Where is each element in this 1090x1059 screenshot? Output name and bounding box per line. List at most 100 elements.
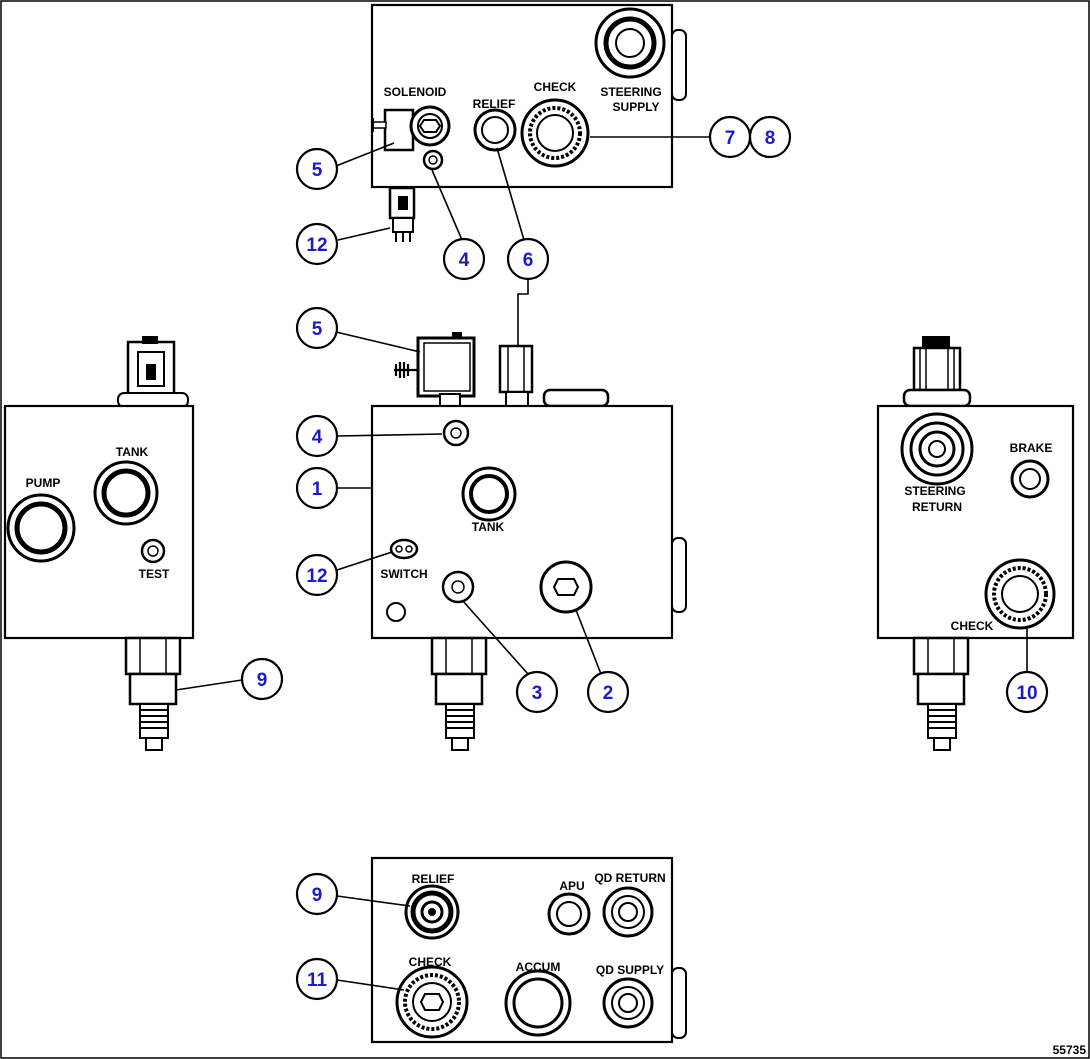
label-switch: SWITCH: [380, 567, 427, 581]
callout-10: 10: [1005, 670, 1049, 714]
pump-port: [6, 493, 76, 563]
cartridge-right: [912, 636, 970, 751]
callout-9-left: 9: [240, 657, 284, 701]
steering-supply-port: [594, 7, 666, 79]
callout-4-front: 4: [295, 414, 339, 458]
accum-port: [504, 969, 572, 1037]
small-port-top: [422, 149, 444, 171]
callout-12-top: 12: [295, 222, 339, 266]
cartridge-left: [124, 636, 182, 751]
svg-text:3: 3: [532, 683, 543, 704]
svg-text:9: 9: [312, 885, 323, 906]
callout-3: 3: [515, 670, 559, 714]
leader-5-front: [335, 331, 421, 353]
top-view: SOLENOID RELIEF CHECK STEERING SUPPLY 5 …: [295, 3, 792, 281]
check-port: [520, 98, 590, 168]
svg-text:5: 5: [312, 160, 323, 181]
svg-text:6: 6: [523, 250, 534, 271]
leader-6-front: [517, 279, 529, 346]
label-tank-left: TANK: [116, 445, 149, 459]
callout-12-front: 12: [295, 553, 339, 597]
label-accum: ACCUM: [516, 960, 561, 974]
label-check-bottom: CHECK: [409, 955, 452, 969]
tank-port-front: [461, 466, 517, 522]
leader-2: [575, 609, 602, 675]
solenoid-top: [371, 105, 451, 152]
pressure-switch-top: [388, 186, 416, 242]
svg-text:1: 1: [312, 479, 323, 500]
figure-id: 55735: [1053, 1043, 1087, 1057]
leader-4-front: [336, 433, 443, 437]
relief-fitting-front: [498, 344, 534, 407]
svg-text:8: 8: [765, 128, 776, 149]
leader-5-top: [335, 142, 395, 167]
check-port-right: [984, 558, 1056, 630]
svg-text:7: 7: [725, 128, 736, 149]
svg-text:4: 4: [459, 250, 470, 271]
front-view: TANK SWITCH: [295, 279, 687, 751]
callout-2: 2: [586, 670, 630, 714]
svg-text:11: 11: [307, 970, 328, 991]
relief-port: [473, 108, 517, 152]
leader-11: [336, 979, 405, 991]
svg-text:12: 12: [306, 235, 327, 256]
leader-6-top: [496, 147, 525, 241]
callout-6-top: 6: [506, 237, 550, 281]
svg-text:2: 2: [603, 683, 614, 704]
label-test: TEST: [139, 567, 170, 581]
top-side-fitting: [671, 29, 687, 101]
label-check-right: CHECK: [951, 619, 994, 633]
label-relief-bottom: RELIEF: [412, 872, 455, 886]
check-port-bottom: [395, 965, 469, 1039]
hole-front: [386, 602, 406, 622]
label-check-top: CHECK: [534, 80, 577, 94]
callout-4-top: 4: [442, 237, 486, 281]
solenoid-left: [117, 336, 189, 408]
callout-8: 8: [748, 115, 792, 159]
callout-9-bottom: 9: [295, 872, 339, 916]
relief-port-bottom: [404, 884, 460, 940]
label-steering-return-line2: RETURN: [912, 500, 962, 514]
label-pump: PUMP: [26, 476, 61, 490]
label-solenoid: SOLENOID: [384, 85, 447, 99]
front-valve-block: [370, 404, 674, 640]
bottom-view: RELIEF APU QD RETURN CHECK ACCUM QD SUPP…: [295, 856, 687, 1044]
svg-text:5: 5: [312, 319, 323, 340]
leader-3: [461, 599, 529, 675]
svg-text:12: 12: [306, 566, 327, 587]
switch-port-front: [389, 538, 419, 560]
small-port-front: [442, 419, 470, 447]
callout-5-top: 5: [295, 147, 339, 191]
brake-port: [1010, 459, 1050, 499]
cartridge-right-top: [902, 336, 972, 408]
label-qd-return: QD RETURN: [594, 871, 665, 885]
callout-7: 7: [708, 115, 752, 159]
svg-text:9: 9: [257, 670, 268, 691]
port-3-front: [441, 570, 475, 604]
bottom-side-fitting: [671, 967, 687, 1039]
leader-4-top: [431, 169, 463, 241]
leader-9-bottom: [336, 895, 411, 907]
svg-text:4: 4: [312, 427, 323, 448]
leader-12-top: [337, 227, 391, 241]
label-relief-top: RELIEF: [473, 97, 516, 111]
callout-5-front: 5: [295, 306, 339, 350]
top-plug-front: [542, 388, 610, 408]
leader-12-front: [336, 551, 393, 571]
front-side-fitting: [671, 537, 687, 613]
label-steering-return-line1: STEERING: [904, 484, 965, 498]
label-qd-supply: QD SUPPLY: [596, 963, 664, 977]
tank-port-left: [93, 460, 159, 526]
callout-1: 1: [295, 466, 339, 510]
left-view: PUMP TANK TEST 9: [3, 336, 284, 751]
qd-return-port: [602, 886, 654, 938]
steering-return-port: [900, 412, 974, 486]
callout-11: 11: [295, 957, 339, 1001]
label-tank-front: TANK: [472, 520, 505, 534]
plug-2-front: [539, 560, 593, 614]
leader-9-left: [175, 679, 243, 691]
solenoid-front: [394, 332, 476, 407]
svg-text:10: 10: [1016, 683, 1037, 704]
